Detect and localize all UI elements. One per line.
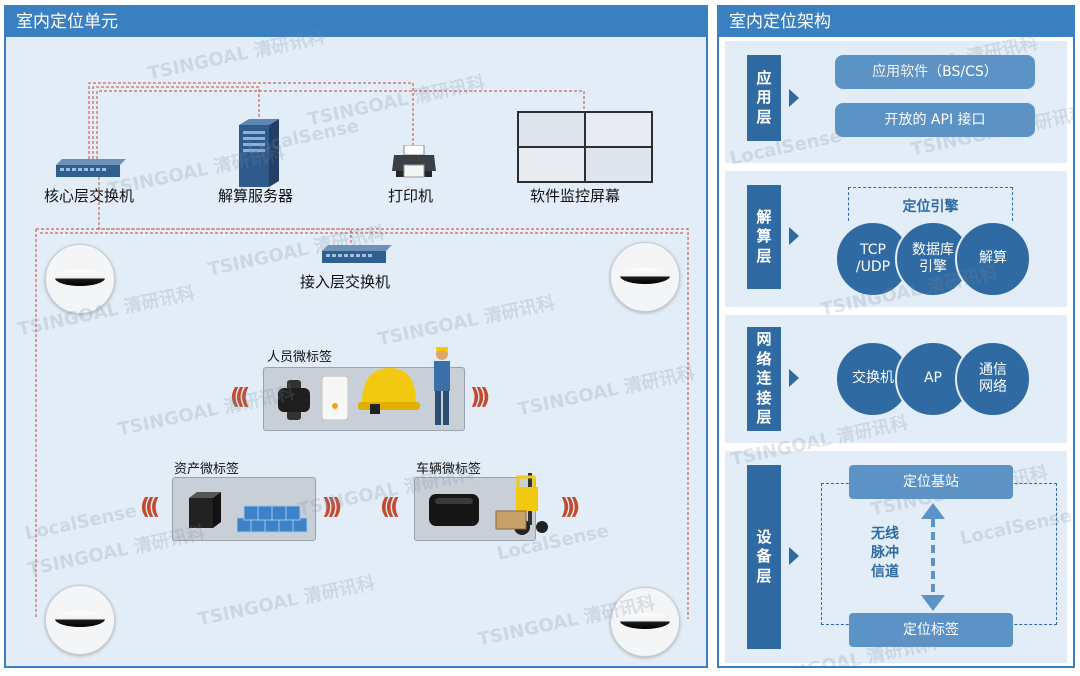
application-layer-name: 应用层 [747, 55, 781, 141]
asset-tag-box [172, 477, 316, 541]
container-stack-icon [237, 505, 308, 533]
ap-circle: AP [895, 341, 971, 417]
anchor-bottom-left [45, 585, 115, 655]
indoor-positioning-unit-panel: 室内定位单元 核心层交换机 解算服务器 打印机 [4, 5, 708, 668]
worker-figure-icon [434, 347, 450, 425]
personnel-signal-right: ))) [470, 385, 490, 410]
tcp-udp-text: TCP /UDP [855, 241, 891, 276]
vehicle-tag-box [414, 477, 536, 541]
access-switch-icon [322, 245, 392, 263]
solving-layer: 解算层 定位引擎 TCP /UDP 数据库 引擎 解算 [725, 171, 1067, 307]
solving-layer-name: 解算层 [747, 185, 781, 289]
application-layer: 应用层 应用软件（BS/CS） 开放的 API 接口 [725, 41, 1067, 163]
vehicle-signal-left: ((( [380, 495, 400, 520]
anchor-bottom-right [610, 587, 680, 657]
watch-icon [278, 380, 310, 420]
solving-layer-arrow [789, 227, 799, 245]
switch-circle: 交换机 [835, 341, 911, 417]
device-layer: 设备层 定位基站 定位标签 无线 脉冲 信道 [725, 451, 1067, 663]
personnel-tag-box [263, 367, 465, 431]
server-label: 解算服务器 [218, 187, 294, 205]
monitor-wall-icon [517, 111, 653, 183]
application-software-pill: 应用软件（BS/CS） [835, 55, 1035, 89]
personnel-tag-label: 人员微标签 [267, 350, 333, 365]
device-layer-name: 设备层 [747, 465, 781, 649]
server-icon [239, 119, 279, 187]
positioning-engine-bracket [848, 187, 1013, 221]
positioning-engine-label: 定位引擎 [902, 199, 959, 215]
device-layer-arrow [789, 547, 799, 565]
asset-signal-right: ))) [322, 495, 342, 520]
network-layer-name: 网络连接层 [747, 327, 781, 431]
solving-text: 解算 [979, 250, 1007, 267]
core-switch-icon [56, 159, 126, 177]
bidirectional-arrow-icon [921, 503, 945, 611]
positioning-tag-pill: 定位标签 [849, 613, 1013, 647]
network-layer: 网络连接层 交换机 AP 通信 网络 [725, 315, 1067, 443]
asset-tag-label: 资产微标签 [174, 462, 240, 477]
database-engine-circle: 数据库 引擎 [895, 221, 971, 297]
forklift-icon [495, 473, 548, 535]
helmet-icon [358, 368, 420, 414]
core-switch-label: 核心层交换机 [44, 187, 135, 205]
vehicle-tag-device-icon [429, 494, 479, 526]
access-switch-label: 接入层交换机 [300, 273, 391, 291]
database-engine-text: 数据库 引擎 [912, 241, 954, 276]
left-panel-title: 室内定位单元 [6, 7, 706, 37]
solving-circle: 解算 [955, 221, 1031, 297]
anchor-top-left [45, 244, 115, 314]
anchor-top-right [610, 242, 680, 312]
card-tag-icon [322, 376, 348, 420]
asset-signal-left: ((( [140, 495, 160, 520]
network-wires [35, 82, 689, 619]
monitor-label: 软件监控屏幕 [530, 187, 621, 205]
vehicle-signal-right: ))) [560, 495, 580, 520]
ap-text: AP [923, 370, 943, 387]
printer-icon [392, 145, 436, 178]
open-api-pill: 开放的 API 接口 [835, 103, 1035, 137]
network-layer-arrow [789, 369, 799, 387]
right-panel-title: 室内定位架构 [719, 7, 1073, 37]
comm-network-circle: 通信 网络 [955, 341, 1031, 417]
anchor-station-pill: 定位基站 [849, 465, 1013, 499]
switch-text: 交换机 [852, 370, 894, 387]
indoor-positioning-architecture-panel: 室内定位架构 应用层 应用软件（BS/CS） 开放的 API 接口 解算层 定位… [717, 5, 1075, 668]
vehicle-tag-label: 车辆微标签 [416, 462, 482, 477]
printer-label: 打印机 [388, 187, 434, 205]
application-layer-arrow [789, 89, 799, 107]
asset-tag-device-icon [189, 492, 221, 528]
wireless-pulse-channel-label: 无线 脉冲 信道 [871, 526, 899, 580]
comm-network-text: 通信 网络 [979, 361, 1007, 396]
personnel-signal-left: ((( [230, 385, 250, 410]
